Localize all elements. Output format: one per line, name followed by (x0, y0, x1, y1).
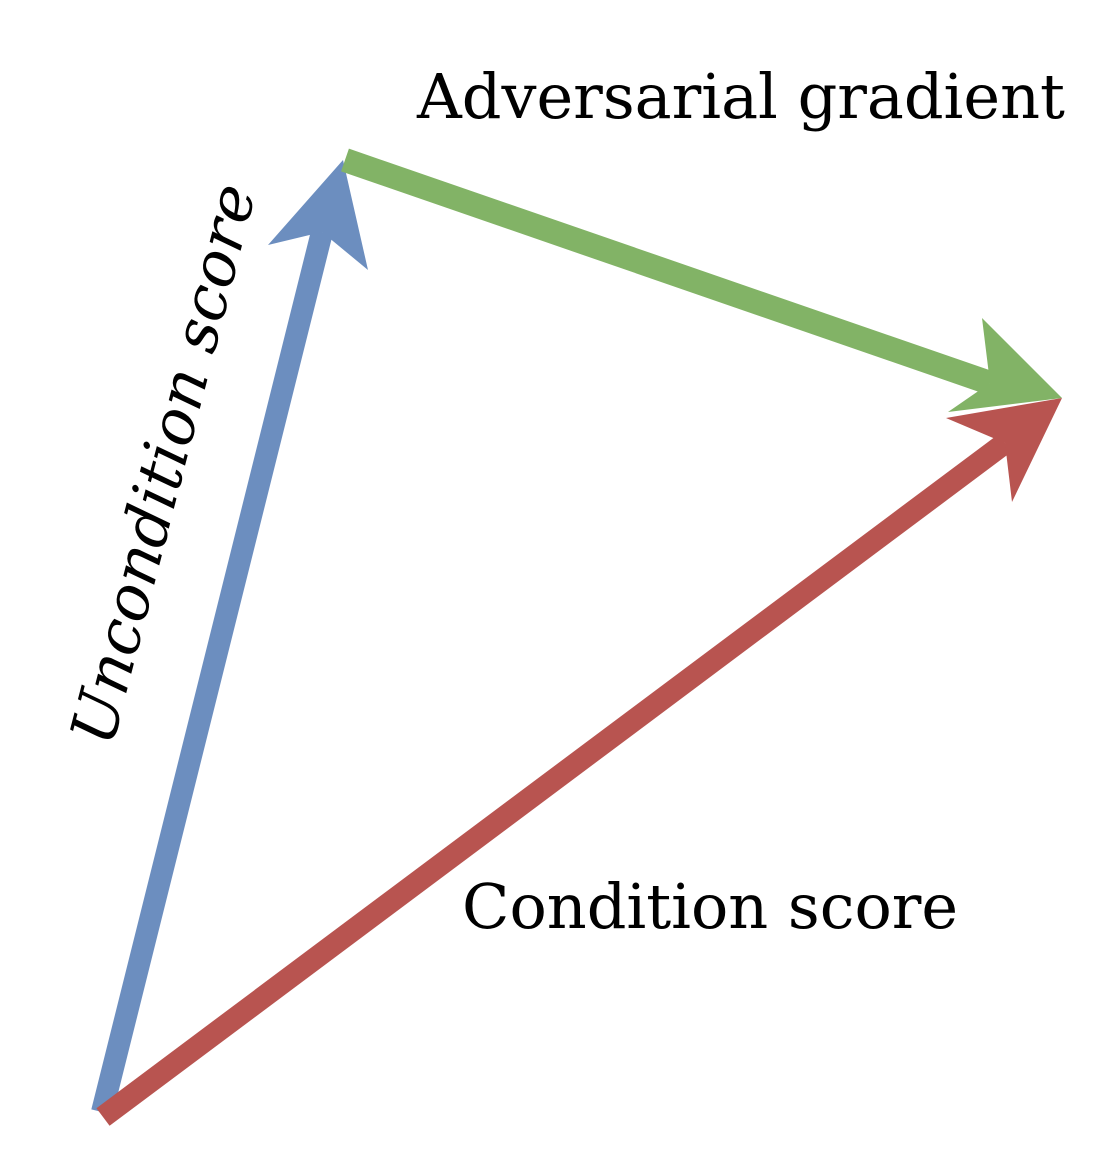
condition-score-arrow (96, 398, 1062, 1126)
uncondition-score-arrow (91, 160, 368, 1115)
uncondition-score-arrow-head (268, 160, 368, 270)
adversarial-gradient-arrow-shaft (341, 148, 994, 395)
condition-score-arrow-head (946, 398, 1062, 502)
condition-score-label: Condition score (462, 870, 958, 943)
uncondition-score-arrow-shaft (91, 229, 333, 1115)
uncondition-score-label: Uncondition score (56, 176, 271, 752)
adversarial-gradient-arrow-head (948, 318, 1062, 412)
condition-score-arrow-shaft (96, 434, 1012, 1126)
adversarial-gradient-label: Adversarial gradient (416, 60, 1065, 133)
adversarial-gradient-arrow (341, 148, 1062, 412)
